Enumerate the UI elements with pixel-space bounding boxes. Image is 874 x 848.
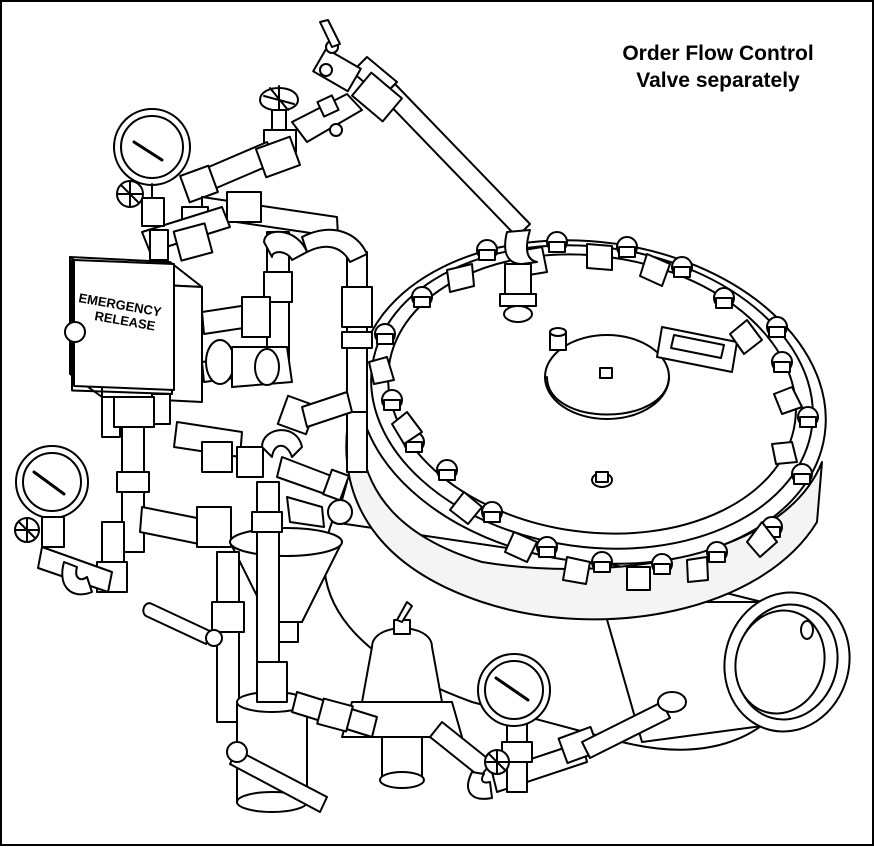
emergency-release-box: EMERGENCY RELEASE (64, 229, 203, 438)
top-supply-pipe (351, 56, 538, 323)
upper-header-pipe (141, 135, 339, 262)
order-note: Order Flow Control Valve separately (588, 40, 848, 94)
ball-valve-icon (142, 602, 328, 813)
order-note-line1: Order Flow Control (622, 42, 814, 65)
order-note-line2: Valve separately (636, 69, 800, 92)
middle-trim-piping (96, 228, 373, 593)
valve-cover (357, 239, 827, 565)
bottom-gauge-icon (477, 653, 551, 727)
bottom-piping (291, 691, 687, 800)
pressure-gauge-icon (113, 108, 191, 227)
strainer-icon (229, 481, 343, 683)
pressure-regulator-icon (341, 601, 463, 789)
lower-gauge-icon (14, 445, 113, 596)
outlet-flange (723, 591, 851, 733)
release-knob (64, 321, 86, 343)
cover-bolts (374, 231, 819, 575)
top-ball-valve-icon (312, 19, 362, 93)
